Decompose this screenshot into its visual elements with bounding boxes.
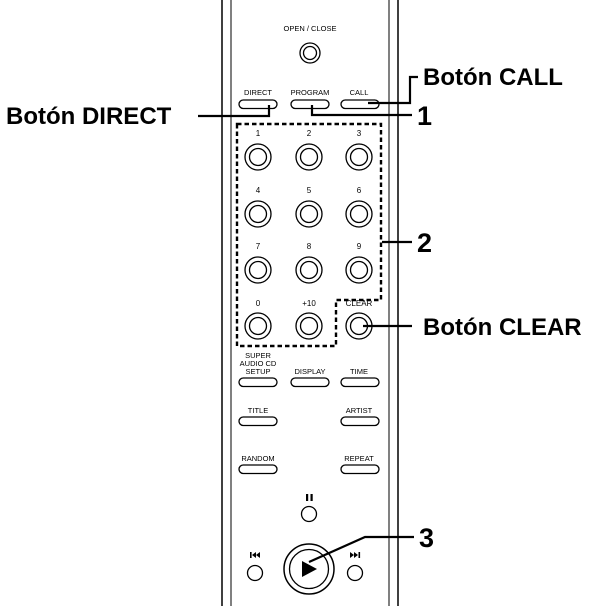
sacd-setup-button[interactable] [238, 377, 278, 388]
pause-button[interactable] [300, 505, 318, 523]
repeat-button[interactable] [340, 464, 380, 475]
skip-previous-button[interactable] [246, 564, 264, 582]
clear-label: CLEAR [346, 299, 373, 308]
num-2-button[interactable] [295, 143, 323, 171]
numpad-buttons [244, 143, 373, 340]
callout-number-1: 1 [417, 101, 432, 131]
open-close-button[interactable] [299, 42, 321, 64]
sacd-setup-label-line1: SUPER [245, 351, 271, 360]
program-leader-line [310, 105, 412, 117]
clear-button[interactable] [345, 312, 373, 340]
svg-text:2: 2 [307, 129, 312, 138]
title-button[interactable] [238, 416, 278, 427]
remote-body [221, 0, 399, 606]
svg-text:1: 1 [256, 129, 261, 138]
numpad-labels: 1 2 3 4 5 6 7 8 9 0 +10 [256, 129, 362, 308]
program-button[interactable] [290, 99, 330, 110]
svg-text:8: 8 [307, 242, 312, 251]
num-9-button[interactable] [345, 256, 373, 284]
clear-button-callout: Botón CLEAR [423, 314, 582, 341]
open-close-label: OPEN / CLOSE [284, 24, 337, 33]
svg-text:+10: +10 [302, 299, 316, 308]
direct-button-callout: Botón DIRECT [6, 103, 172, 130]
num-6-button[interactable] [345, 200, 373, 228]
numpad-dashed-frame [235, 122, 383, 348]
direct-label: DIRECT [244, 88, 272, 97]
call-button[interactable] [340, 99, 380, 110]
time-button[interactable] [340, 377, 380, 388]
play-leader-line [308, 535, 414, 564]
num-plus10-button[interactable] [295, 312, 323, 340]
direct-button[interactable] [238, 99, 278, 110]
direct-leader-line [198, 105, 271, 118]
call-leader-line [368, 75, 418, 105]
callout-number-2: 2 [417, 228, 432, 258]
svg-text:6: 6 [357, 186, 362, 195]
call-button-callout: Botón CALL [423, 64, 563, 91]
pause-icon [306, 494, 313, 501]
num-0-button[interactable] [244, 312, 272, 340]
num-7-button[interactable] [244, 256, 272, 284]
title-label: TITLE [248, 406, 268, 415]
skip-next-button[interactable] [346, 564, 364, 582]
time-label: TIME [350, 367, 368, 376]
num-5-button[interactable] [295, 200, 323, 228]
svg-text:9: 9 [357, 242, 362, 251]
random-button[interactable] [238, 464, 278, 475]
repeat-label: REPEAT [344, 454, 374, 463]
num-8-button[interactable] [295, 256, 323, 284]
play-icon [302, 561, 317, 577]
svg-text:0: 0 [256, 299, 261, 308]
callout-number-3: 3 [419, 523, 434, 553]
sacd-setup-label-line3: SETUP [245, 367, 270, 376]
artist-button[interactable] [340, 416, 380, 427]
svg-text:3: 3 [357, 129, 362, 138]
num-1-button[interactable] [244, 143, 272, 171]
sacd-setup-label-line2: AUDIO CD [240, 359, 277, 368]
display-label: DISPLAY [294, 367, 325, 376]
random-label: RANDOM [241, 454, 274, 463]
skip-previous-icon [250, 552, 260, 558]
svg-text:4: 4 [256, 186, 261, 195]
svg-text:5: 5 [307, 186, 312, 195]
display-button[interactable] [290, 377, 330, 388]
skip-next-icon [350, 552, 361, 558]
num-4-button[interactable] [244, 200, 272, 228]
num-3-button[interactable] [345, 143, 373, 171]
artist-label: ARTIST [346, 406, 373, 415]
callout-lines [198, 75, 418, 564]
call-label: CALL [350, 88, 369, 97]
program-label: PROGRAM [291, 88, 330, 97]
svg-text:7: 7 [256, 242, 261, 251]
